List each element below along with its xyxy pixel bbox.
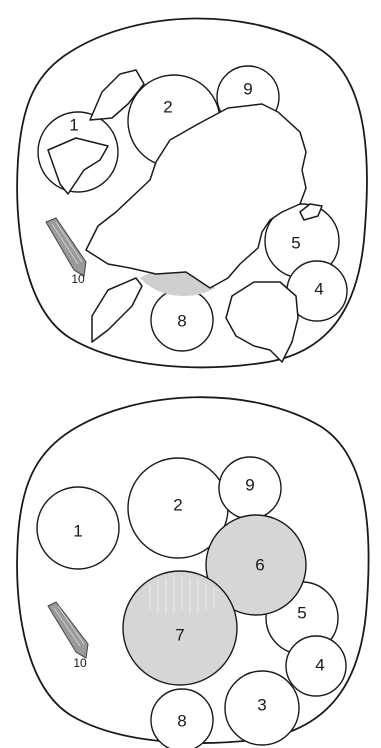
bottom-label-5: 5 — [297, 603, 306, 622]
top-label-5: 5 — [291, 233, 300, 252]
bottom-label-8: 8 — [177, 711, 186, 730]
bottom-label-10: 10 — [73, 656, 87, 670]
top-diagram-svg: 1 2 9 5 4 8 10 — [0, 0, 381, 374]
top-label-9: 9 — [243, 79, 252, 98]
bottom-diagram-svg: 1 2 9 6 7 5 4 3 8 10 — [0, 374, 381, 748]
top-label-2: 2 — [163, 97, 172, 116]
bottom-label-4: 4 — [315, 655, 324, 674]
bottom-label-7: 7 — [175, 625, 184, 644]
bottom-label-1: 1 — [73, 521, 82, 540]
top-label-4: 4 — [314, 279, 323, 298]
bottom-label-2: 2 — [173, 495, 182, 514]
top-label-10: 10 — [71, 272, 85, 286]
top-cross-section-diagram: 1 2 9 5 4 8 10 — [0, 0, 381, 374]
bottom-cross-section-diagram: 1 2 9 6 7 5 4 3 8 10 — [0, 374, 381, 748]
top-label-1: 1 — [69, 115, 78, 134]
bottom-label-6: 6 — [255, 555, 264, 574]
bottom-label-9: 9 — [245, 475, 254, 494]
bottom-label-3: 3 — [257, 695, 266, 714]
top-label-8: 8 — [177, 311, 186, 330]
